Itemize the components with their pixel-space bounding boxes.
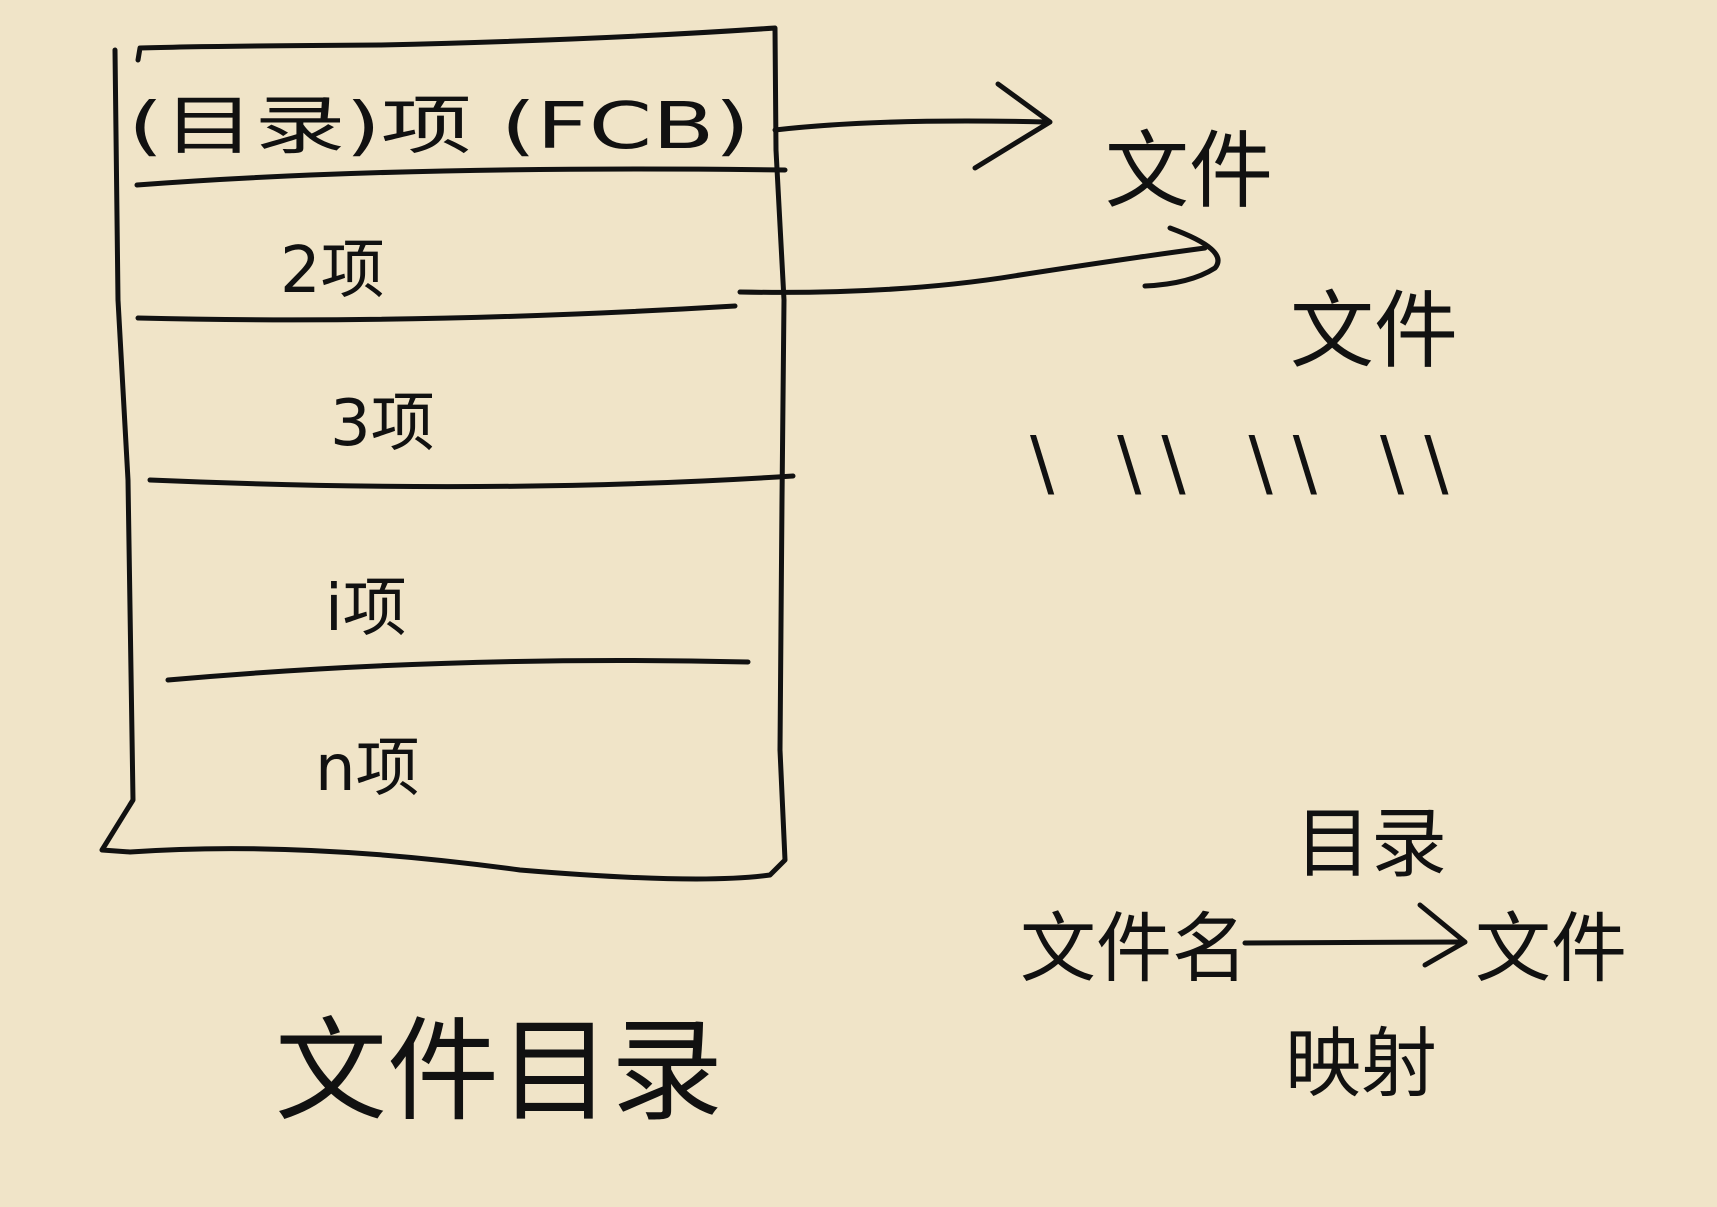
mapping-relation-top: 目录 [1295, 799, 1447, 888]
target-file-1: 文件 [1105, 122, 1273, 220]
row-divider-1 [134, 166, 788, 188]
row-divider-2 [135, 303, 738, 323]
arrow-row2-head [1142, 225, 1221, 289]
row-label-3: 3项 [330, 387, 435, 461]
arrow-row2-to-file [737, 245, 1208, 295]
row-label-5: n项 [315, 732, 420, 806]
row-divider-4 [165, 657, 751, 683]
mapping-source: 文件名 [1020, 904, 1248, 993]
arrow-row1-to-file [772, 118, 1048, 133]
arrow-row1-head [972, 81, 1053, 171]
row-label-1: (目录)项 (FCB) [128, 90, 750, 164]
mapping-relation-bottom: 映射 [1285, 1019, 1437, 1108]
ellipsis-marks: \ \\ \\ \\ [1030, 421, 1468, 505]
mapping-arrow-head [1417, 902, 1468, 968]
target-file-2: 文件 [1290, 282, 1458, 380]
directory-caption: 文件目录 [275, 1007, 723, 1137]
row-label-2: 2项 [280, 234, 385, 308]
mapping-arrow-line [1242, 939, 1465, 946]
mapping-target: 文件 [1475, 904, 1627, 993]
directory-table-outline [99, 25, 788, 882]
row-label-4: i项 [325, 572, 407, 646]
row-divider-3 [147, 473, 796, 490]
